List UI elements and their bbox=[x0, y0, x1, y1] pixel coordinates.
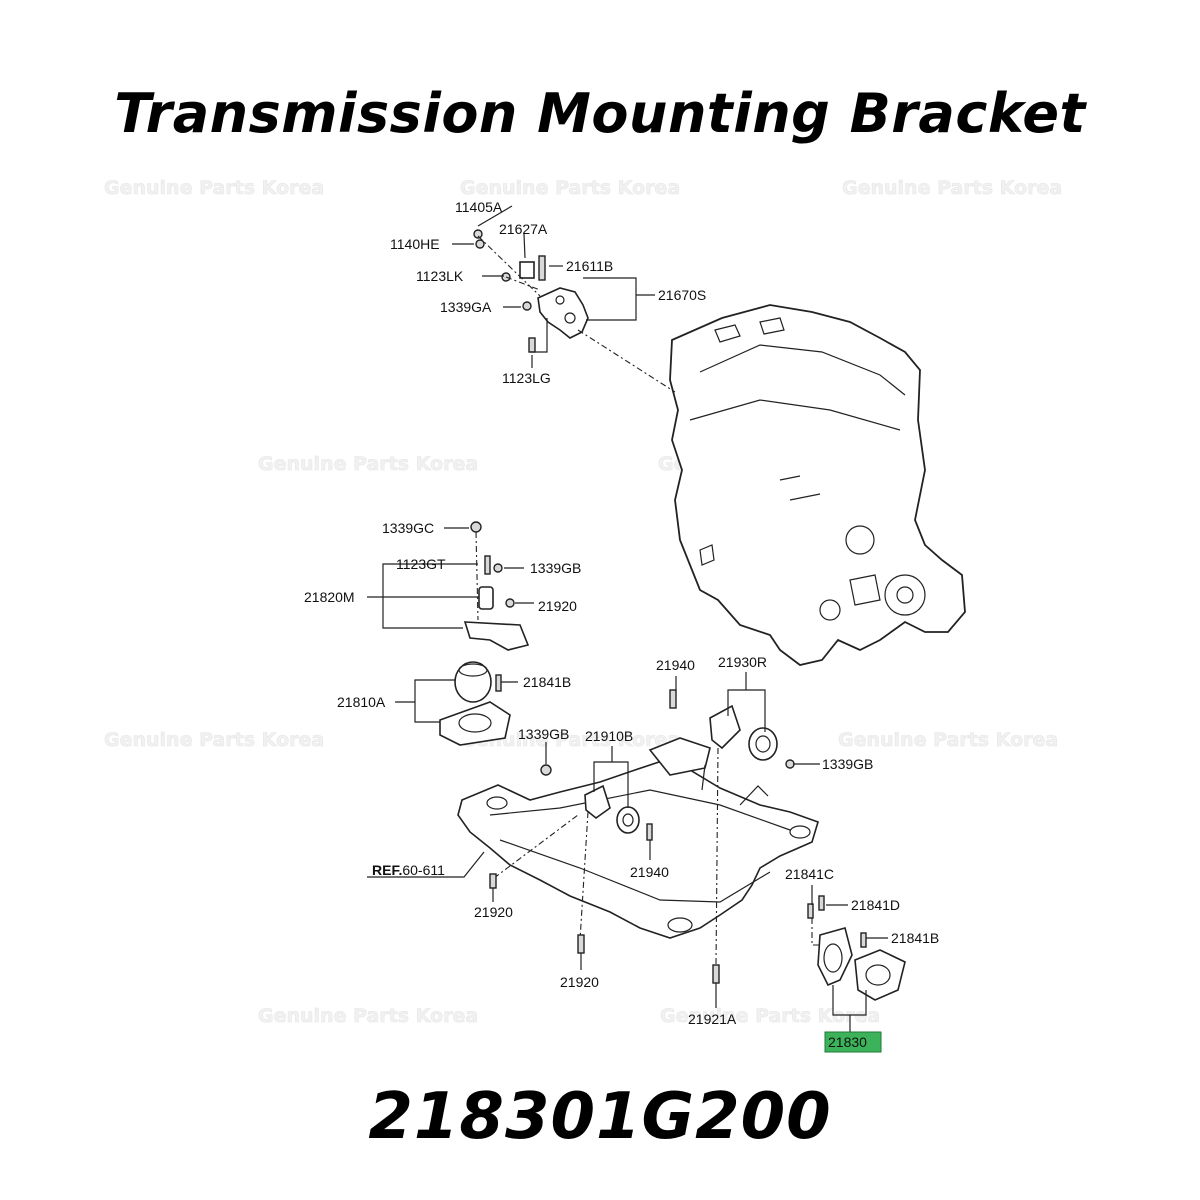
label-21841C: 21841C bbox=[785, 866, 834, 882]
transmission-mount-21830 bbox=[807, 895, 906, 1001]
engine-mount-bracket bbox=[473, 229, 676, 393]
page-title: Transmission Mounting Bracket bbox=[114, 82, 1086, 145]
engine-block bbox=[669, 304, 966, 666]
label-21940: 21940 bbox=[656, 657, 695, 673]
label-1123LK: 1123LK bbox=[416, 268, 464, 284]
label-1123GT: 1123GT bbox=[396, 556, 446, 572]
label-21841D: 21841D bbox=[851, 897, 900, 913]
label-21611B: 21611B bbox=[566, 258, 613, 274]
label-21841B: 21841B bbox=[891, 930, 939, 946]
watermark-text: Genuine Parts Korea bbox=[460, 177, 680, 199]
watermark-text: Genuine Parts Korea bbox=[660, 1005, 880, 1027]
label-21627A: 21627A bbox=[499, 221, 548, 237]
leader-lines bbox=[367, 205, 888, 1032]
label-21810A: 21810A bbox=[337, 694, 386, 710]
label-11405A: 11405A bbox=[455, 199, 503, 215]
label-1123LG: 1123LG bbox=[502, 370, 551, 386]
highlight-box-21830 bbox=[824, 1031, 882, 1053]
bushing-21910B bbox=[493, 747, 719, 966]
label-21820M: 21820M bbox=[304, 589, 355, 605]
label-21670S: 21670S bbox=[658, 287, 706, 303]
bushing-21930R bbox=[669, 689, 795, 769]
left-engine-mount bbox=[439, 521, 530, 746]
label-21830-highlighted[interactable]: 21830 bbox=[828, 1034, 867, 1050]
part-labels: 11405A 1140HE 21627A 1123LK 21611B 21670… bbox=[304, 199, 939, 1053]
watermark-text: Genuine Parts Korea bbox=[258, 1005, 478, 1027]
part-number: 218301G200 bbox=[368, 1080, 832, 1154]
watermark-text: Genuine Parts Korea bbox=[258, 453, 478, 475]
front-subframe bbox=[457, 737, 819, 939]
label-1339GA: 1339GA bbox=[440, 299, 492, 315]
label-21940: 21940 bbox=[630, 864, 669, 880]
label-1339GB: 1339GB bbox=[822, 756, 873, 772]
label-21930R: 21930R bbox=[718, 654, 767, 670]
watermark-text: Genuine Parts Korea bbox=[842, 177, 1062, 199]
label-21841B: 21841B bbox=[523, 674, 571, 690]
label-1339GB: 1339GB bbox=[530, 560, 581, 576]
watermark-text: Genuine Parts Korea bbox=[460, 729, 680, 751]
label-1140HE: 1140HE bbox=[390, 236, 440, 252]
label-21920: 21920 bbox=[560, 974, 599, 990]
watermark-text: Genuine Parts Korea bbox=[104, 729, 324, 751]
label-1339GC: 1339GC bbox=[382, 520, 434, 536]
label-ref: REF.60-611 bbox=[372, 862, 445, 878]
label-21921A: 21921A bbox=[688, 1011, 737, 1027]
watermark-text: Genuine Parts Korea bbox=[838, 729, 1058, 751]
label-21920: 21920 bbox=[474, 904, 513, 920]
label-1339GB: 1339GB bbox=[518, 726, 569, 742]
label-21920: 21920 bbox=[538, 598, 577, 614]
label-21910B: 21910B bbox=[585, 728, 633, 744]
watermark-text: Genuine Parts Korea bbox=[104, 177, 324, 199]
